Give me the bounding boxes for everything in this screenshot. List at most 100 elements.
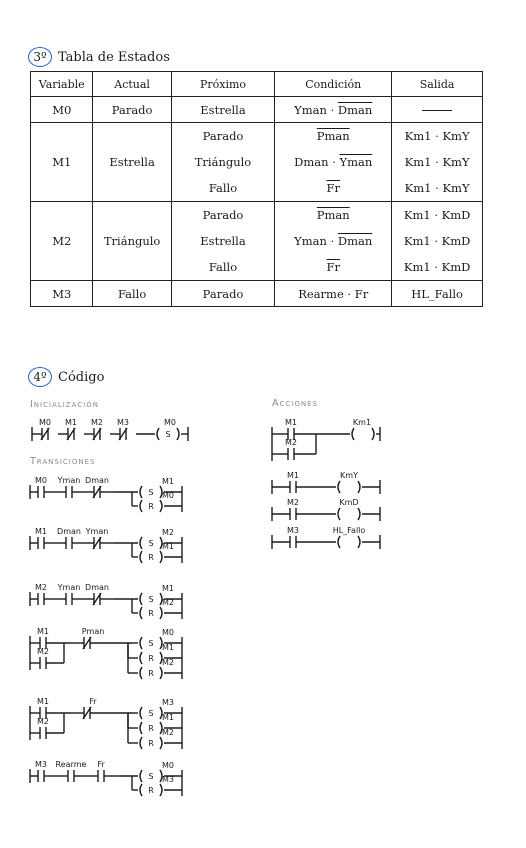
contact-label: M1 — [37, 627, 49, 636]
contact-negation — [92, 485, 102, 499]
contact-label: M3 — [117, 418, 129, 427]
coil-label: HL_Fallo — [333, 526, 366, 535]
cell-actual: Triángulo — [92, 201, 172, 281]
cell-actual: Fallo — [92, 280, 172, 307]
coil-right — [159, 606, 163, 620]
contact-label: M2 — [37, 717, 49, 726]
cell-condition: Rearme · Fr — [274, 280, 393, 307]
coil-type: S — [148, 488, 153, 497]
contact-negation — [118, 427, 128, 441]
coil-type: S — [148, 595, 153, 604]
coil-left — [139, 592, 143, 606]
contact-label: Dman — [85, 583, 109, 592]
cell-next: Parado Estrella Fallo — [170, 201, 276, 281]
coil-label: M1 — [162, 643, 174, 652]
coil-type: R — [148, 553, 154, 562]
coil-label: M2 — [162, 528, 174, 537]
contact-label: M1 — [285, 418, 297, 427]
coil-left — [337, 480, 341, 494]
section-3-heading: 3º Tabla de Estados — [28, 47, 170, 67]
coil-left — [139, 736, 143, 750]
coil-label: M3 — [162, 775, 174, 784]
coil-label: KmY — [340, 471, 358, 480]
coil-label: M2 — [162, 598, 174, 607]
coil-type: S — [148, 709, 153, 718]
contact-label: Fr — [97, 760, 105, 769]
header-condition: Condición — [274, 71, 393, 97]
section-4-title: Código — [58, 369, 105, 385]
contact-label: Dman — [85, 476, 109, 485]
contact-label: M2 — [91, 418, 103, 427]
contact-negation — [66, 427, 76, 441]
coil-left — [139, 636, 143, 650]
contact-label: Pman — [82, 627, 105, 636]
transitions-label: Transiciones — [30, 456, 96, 467]
coil-type: R — [148, 739, 154, 748]
cell-output: Km1 · KmY Km1 · KmY Km1 · KmY — [391, 122, 483, 202]
coil-right — [159, 485, 163, 499]
coil-right — [159, 666, 163, 680]
contact-label: Yman — [57, 476, 81, 485]
coil-right — [159, 651, 163, 665]
cell-variable: M0 — [29, 96, 94, 123]
section-3-number: 3º — [28, 47, 52, 67]
coil-left — [139, 769, 143, 783]
contact-label: M3 — [35, 760, 47, 769]
coil-label: KmD — [339, 498, 358, 507]
cell-output: — — [391, 96, 483, 123]
coil-right — [357, 480, 361, 494]
contact-label: M0 — [35, 476, 47, 485]
empty-output-dash: — — [422, 110, 453, 111]
coil-label: M3 — [162, 698, 174, 707]
cell-actual: Parado — [92, 96, 172, 123]
coil-type: R — [148, 669, 154, 678]
coil-label: M2 — [162, 658, 174, 667]
coil-left — [139, 666, 143, 680]
contact-label: Yman — [85, 527, 109, 536]
cell-variable: M1 — [29, 122, 94, 202]
contact-label: M1 — [287, 471, 299, 480]
contact-label: M0 — [39, 418, 51, 427]
contact-label: Yman — [57, 583, 81, 592]
cell-condition: Pman Yman · Dman Fr — [274, 201, 393, 281]
coil-type: S — [165, 430, 170, 439]
coil-right — [159, 706, 163, 720]
coil-right — [159, 550, 163, 564]
coil-left — [139, 606, 143, 620]
coil-left — [139, 783, 143, 797]
coil-label: M1 — [162, 584, 174, 593]
contact-negation — [92, 592, 102, 606]
coil-type: S — [148, 772, 153, 781]
contact-label: Fr — [89, 697, 97, 706]
contact-label: M1 — [37, 697, 49, 706]
coil-left — [139, 651, 143, 665]
table-row: M1 Estrella Parado Triángulo Fallo Pman … — [29, 122, 483, 202]
contact-negation — [92, 536, 102, 550]
contact-negation — [82, 706, 92, 720]
section-3-title: Tabla de Estados — [58, 49, 170, 65]
coil-right — [159, 769, 163, 783]
coil-right — [176, 427, 180, 441]
coil-left — [337, 535, 341, 549]
coil-left — [139, 550, 143, 564]
coil-left — [337, 507, 341, 521]
coil-label: M0 — [162, 491, 174, 500]
cell-actual: Estrella — [92, 122, 172, 202]
coil-label: M0 — [164, 418, 176, 427]
coil-type: R — [148, 502, 154, 511]
coil-type: R — [148, 609, 154, 618]
table-row: M3 Fallo Parado Rearme · Fr HL_Fallo — [29, 280, 483, 307]
coil-label: M1 — [162, 477, 174, 486]
coil-right — [159, 499, 163, 513]
coil-right — [159, 536, 163, 550]
coil-left — [139, 499, 143, 513]
coil-left — [139, 536, 143, 550]
contact-negation — [92, 427, 102, 441]
actions-label: Acciones — [272, 398, 318, 409]
contact-label: M2 — [285, 438, 297, 447]
contact-label: M2 — [35, 583, 47, 592]
contact-label: Dman — [57, 527, 81, 536]
coil-right — [371, 427, 375, 441]
cell-next: Parado — [170, 280, 276, 307]
